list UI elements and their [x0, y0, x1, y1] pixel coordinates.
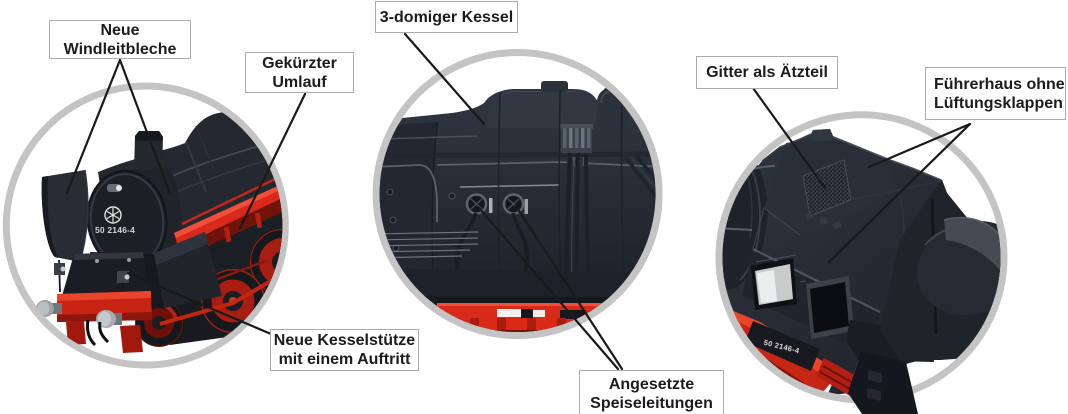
svg-text:50 2146-4: 50 2146-4	[95, 225, 135, 235]
